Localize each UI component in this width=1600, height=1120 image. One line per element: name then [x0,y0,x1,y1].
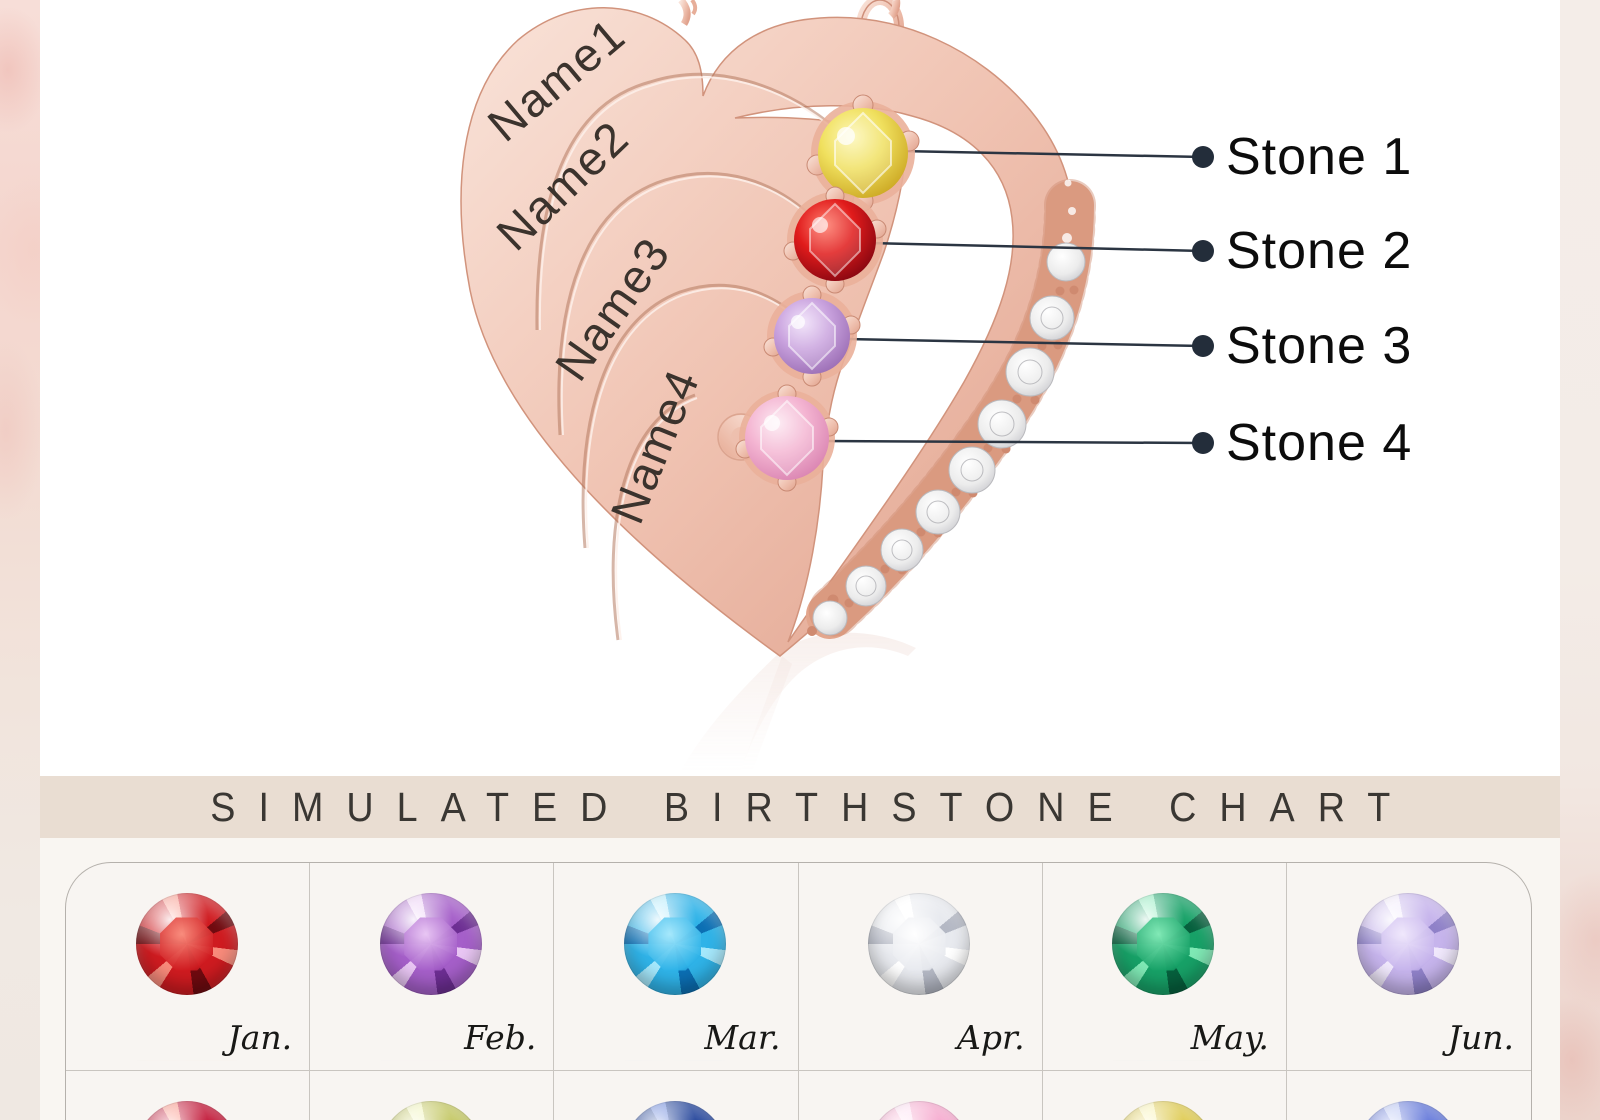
gem [1112,893,1216,1061]
gem [1112,1101,1216,1120]
pendant-reflection [680,632,916,772]
birthstone-cell: Jan. [66,863,311,1071]
birthstone-grid: Jan. Feb. Mar. Apr. May. [66,863,1531,1120]
gem-stone [868,893,971,995]
gem [623,893,728,1061]
callout-lines [821,146,1214,454]
gem [379,1101,484,1120]
gem-stone [135,1101,238,1120]
gem [135,893,240,1061]
stone3-label: Stone 3 [1226,317,1413,375]
birthstone-cell [554,1071,799,1120]
gem-reflection [135,1000,238,1061]
gem [379,893,484,1061]
month-label: Feb. [464,1018,537,1057]
gem-stone [623,893,726,995]
stone4-pink [735,384,839,492]
gem [623,1101,728,1120]
month-label: Apr. [957,1018,1025,1057]
gem-reflection [1356,1000,1459,1061]
gem-stone [868,1101,971,1120]
gem [868,893,972,1061]
stone2-label: Stone 2 [1226,222,1413,280]
banner-title: SIMULATED BIRTHSTONE CHART [209,783,1414,830]
stone4-label: Stone 4 [1226,414,1413,472]
birthstone-chart-section: Jan. Feb. Mar. Apr. May. [40,838,1560,1120]
birthstone-cell [799,1071,1043,1120]
right-floral-texture [1560,0,1600,1120]
birthstone-cell [66,1071,311,1120]
pendant-illustration: Name1 Name2 Name3 Name4 [460,0,1214,772]
stone1-label: Stone 1 [1226,128,1413,186]
gem-stone [379,893,482,995]
birthstone-cell [310,1071,555,1120]
birthstone-cell: Mar. [554,863,799,1071]
birthstone-cell: May. [1042,863,1287,1071]
gem [1356,893,1461,1061]
month-label: Jan. [227,1018,293,1057]
stone1-yellow [806,94,920,212]
gem-stone [623,1101,726,1120]
pendant-hero-section: Name1 Name2 Name3 Name4 [40,0,1560,776]
gem-stone [1356,1101,1459,1120]
birthstone-chart-panel: Jan. Feb. Mar. Apr. May. [65,862,1532,1120]
birthstone-cell: Apr. [798,863,1043,1071]
birthstone-cell: Feb. [310,863,555,1071]
month-label: Mar. [704,1018,781,1057]
gem [868,1101,972,1120]
pendant-stones [735,94,920,492]
month-label: Jun. [1447,1018,1514,1057]
gem-stone [1112,1101,1215,1120]
stone2-red [783,186,887,294]
gem-stone [1112,893,1215,995]
gem-stone [379,1101,482,1120]
birthstone-cell: Jun. [1286,863,1531,1071]
gem [135,1101,240,1120]
month-label: May. [1190,1018,1269,1057]
left-floral-texture [0,0,40,1120]
gem [1356,1101,1461,1120]
gem-reflection [868,1000,971,1061]
birthstone-chart-banner: SIMULATED BIRTHSTONE CHART [40,776,1560,838]
stone3-purple [763,285,861,387]
gem-stone [135,893,238,995]
main-content: Name1 Name2 Name3 Name4 [40,0,1560,1120]
birthstone-cell [1043,1071,1287,1120]
pave-crystal-band [804,179,1096,641]
birthstone-cell [1287,1071,1531,1120]
gem-stone [1356,893,1459,995]
